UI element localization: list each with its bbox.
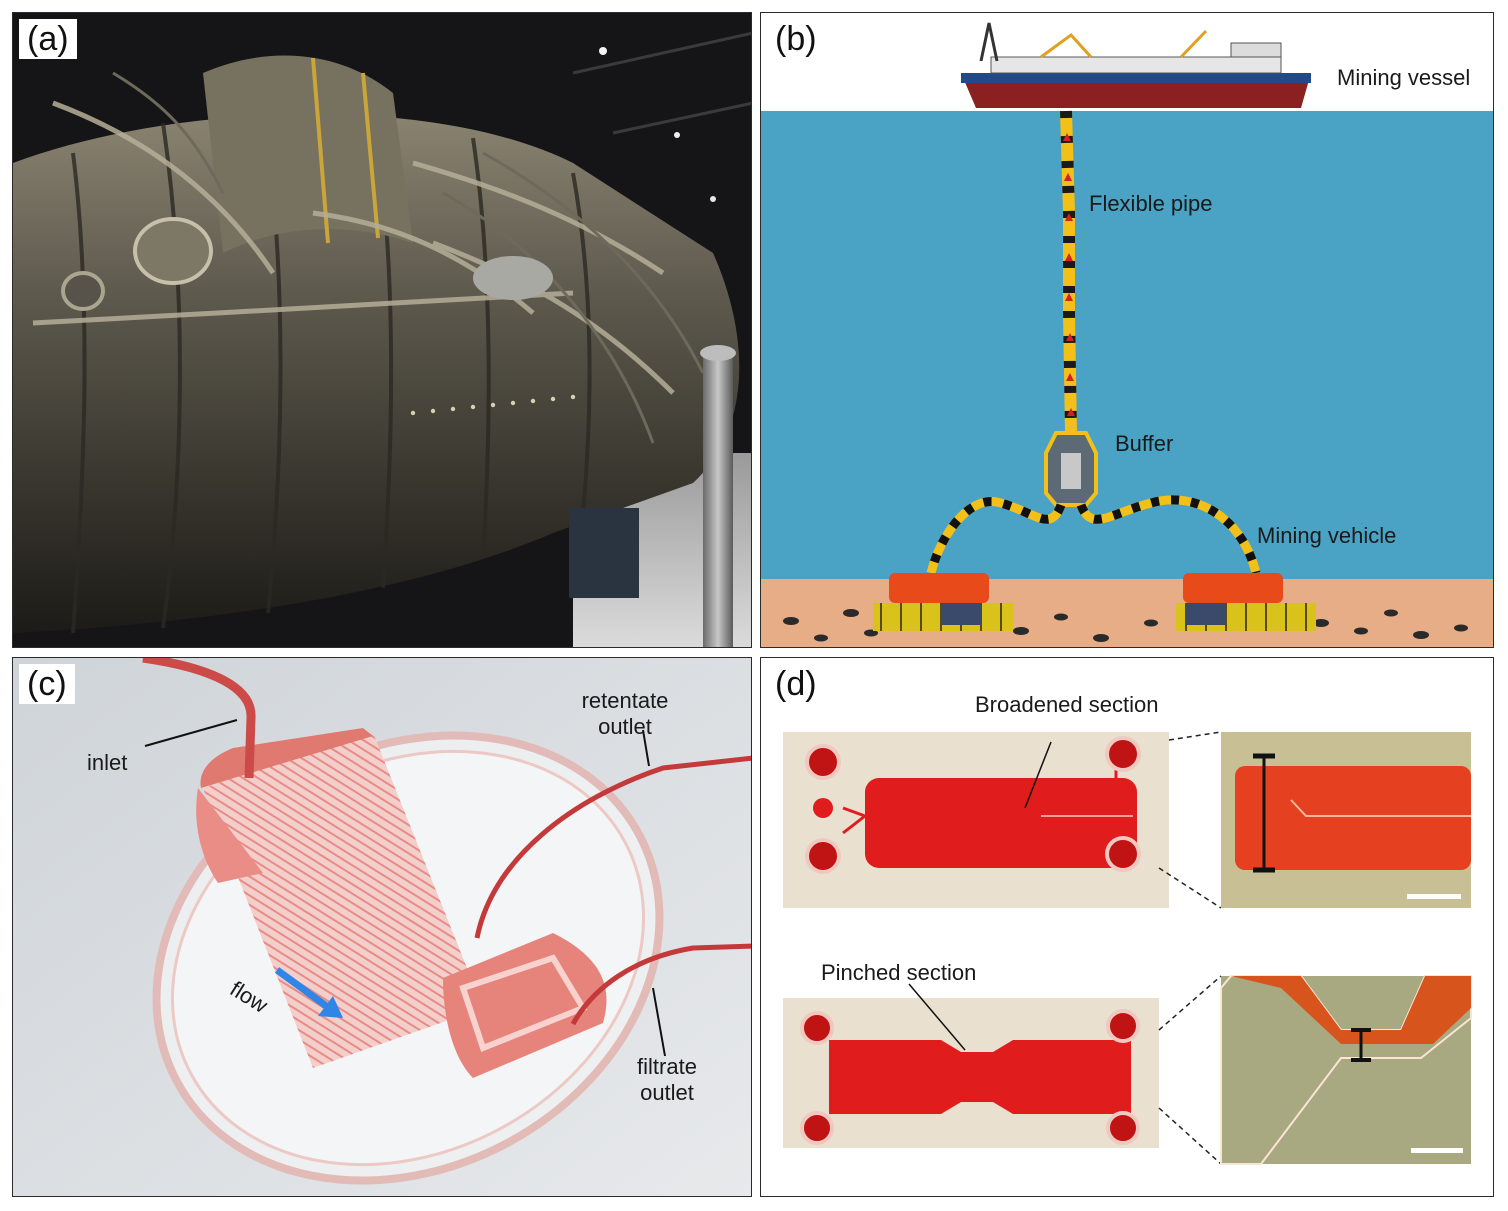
filtrate-tube: [570, 943, 751, 1026]
flow-arrow: [274, 967, 343, 1018]
pinched-zoom-lines: [1158, 975, 1222, 1165]
broadened-chip: [783, 732, 1169, 908]
retentate-outlet-label: retentate outlet: [575, 688, 675, 740]
panel-b-mining-schematic: (b) Mining vessel Flexible pipe Buffer M…: [760, 12, 1494, 648]
engine-illustration: [13, 13, 751, 647]
mining-vessel-label: Mining vessel: [1337, 65, 1471, 90]
channel-array: [203, 733, 483, 1068]
panel-b-label: (b): [767, 19, 825, 59]
retentate-label-line-2: outlet: [598, 714, 652, 739]
mining-vehicle-left: [873, 573, 1013, 631]
pinched-chip: [783, 983, 1159, 1148]
flow-arrows: [1063, 133, 1075, 416]
buffer-label: Buffer: [1115, 431, 1174, 456]
mining-vehicle-right: [1176, 573, 1316, 631]
pinched-section-label: Pinched section: [821, 960, 977, 985]
filtrate-outlet-label: filtrate outlet: [617, 1054, 717, 1106]
broadened-section-label: Broadened section: [975, 692, 1159, 717]
mining-vessel-ship: [961, 22, 1311, 108]
inlet-tube: [142, 658, 256, 779]
buffer-unit: [1044, 431, 1098, 507]
inlet-label: inlet: [87, 750, 128, 775]
pinched-zoom-inset: [1220, 975, 1472, 1165]
filtrate-label-line-1: filtrate: [637, 1054, 697, 1079]
filtrate-label-line-2: outlet: [640, 1080, 694, 1105]
retentate-tube: [474, 755, 751, 939]
flexible-pipe-bands: [1060, 110, 1077, 434]
mining-vehicle-label: Mining vehicle: [1257, 523, 1397, 548]
inlet-leader-line: [144, 719, 238, 747]
chip-sections-illustration: [783, 731, 1472, 1165]
mining-schematic: [761, 13, 1493, 647]
panel-a-label: (a): [19, 19, 77, 59]
broadened-zoom-lines: [1158, 731, 1222, 909]
broadened-zoom-inset: [1221, 732, 1471, 908]
scale-bar: [1411, 1148, 1463, 1153]
sea: [761, 111, 1493, 579]
panel-d-chip-sections: (d) Broadened section Pinched section: [760, 657, 1494, 1197]
retentate-label-line-1: retentate: [581, 688, 669, 713]
filtrate-leader-line: [652, 987, 666, 1057]
scale-bar: [1407, 894, 1461, 899]
panel-c-label: (c): [19, 664, 75, 704]
panel-a-engine-photo: (a): [12, 12, 752, 648]
panel-c-filtration-device: (c) inlet retentate outlet flow filtrate…: [12, 657, 752, 1197]
flexible-pipe-label: Flexible pipe: [1089, 191, 1213, 216]
retentate-leader-line: [642, 729, 650, 767]
filtration-device-illustration: [13, 658, 751, 1196]
panel-d-label: (d): [767, 664, 825, 704]
seabed: [761, 579, 1493, 647]
